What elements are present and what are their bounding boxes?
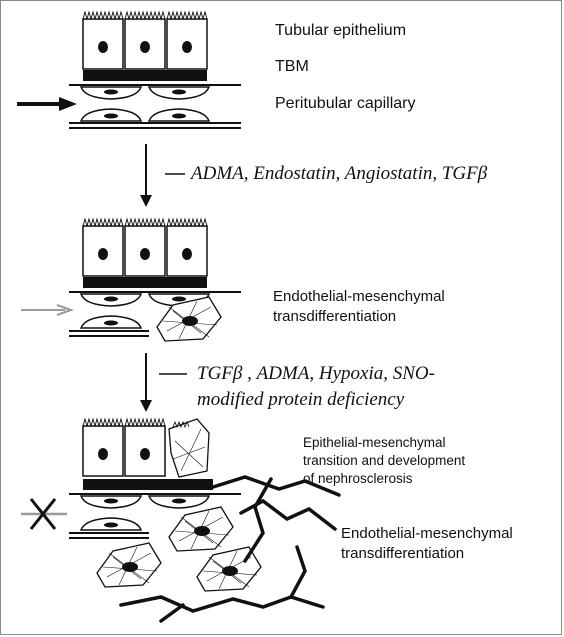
stage1-tubular-epithelium	[82, 11, 208, 70]
endothelial-cell	[148, 108, 210, 122]
label-endmt-stage3-line1: Endothelial-mesenchymal	[341, 525, 513, 542]
endothelial-cell	[80, 108, 142, 122]
epithelial-cell	[166, 218, 208, 277]
label-endmt-stage3-line2: transdifferentiation	[341, 545, 464, 562]
fibrosis-fibers	[119, 475, 341, 623]
epithelial-cell	[82, 418, 124, 477]
label-tubular-epithelium: Tubular epithelium	[275, 22, 406, 39]
endothelial-cell	[80, 293, 142, 307]
label-tbm: TBM	[275, 58, 309, 75]
epithelial-cell	[124, 218, 166, 277]
label-endmt-stage2-line1: Endothelial-mesenchymal	[273, 288, 445, 305]
stage2-tubular-epithelium	[82, 218, 208, 277]
stage2-tbm-bar	[83, 277, 207, 288]
label-endmt-stage2-line2: transdifferentiation	[273, 308, 396, 325]
epithelial-cell	[124, 418, 166, 477]
stage3-tubular-epithelium	[82, 418, 210, 478]
label-emt-line3: of nephrosclerosis	[303, 471, 413, 486]
endothelial-cell	[148, 86, 210, 100]
transdifferentiated-cell	[96, 542, 162, 588]
stage1-tbm-bar	[83, 70, 207, 81]
endothelial-cell	[80, 495, 142, 509]
blood-flow-arrow-stage2	[21, 304, 74, 316]
epithelial-cell	[124, 11, 166, 70]
stage2-peritubular-capillary	[69, 291, 241, 342]
emt-cell	[168, 418, 210, 478]
factors-transition-2-line2: modified protein deficiency	[197, 389, 405, 410]
endothelial-cell	[148, 495, 210, 509]
factors-transition-2-line1: TGFβ , ADMA, Hypoxia, SNO-	[197, 363, 435, 384]
factors-transition-1: ADMA, Endostatin, Angiostatin, TGFβ	[189, 163, 488, 184]
epithelial-cell	[166, 11, 208, 70]
stage1-peritubular-capillary	[69, 84, 241, 129]
endothelial-cell	[80, 517, 142, 531]
transdifferentiated-cell	[168, 506, 234, 552]
label-emt-line2: transition and development	[303, 453, 465, 468]
blocked-blood-flow	[21, 498, 67, 530]
stage3-tbm-bar	[83, 479, 213, 490]
label-peritubular-capillary: Peritubular capillary	[275, 95, 416, 112]
epithelial-cell	[82, 218, 124, 277]
endothelial-cell	[80, 315, 142, 329]
blood-flow-arrow-stage1	[17, 97, 77, 111]
label-emt-line1: Epithelial-mesenchymal	[303, 435, 446, 450]
endothelial-cell	[80, 86, 142, 100]
epithelial-cell	[82, 11, 124, 70]
stage3-peritubular-capillary	[69, 493, 262, 592]
